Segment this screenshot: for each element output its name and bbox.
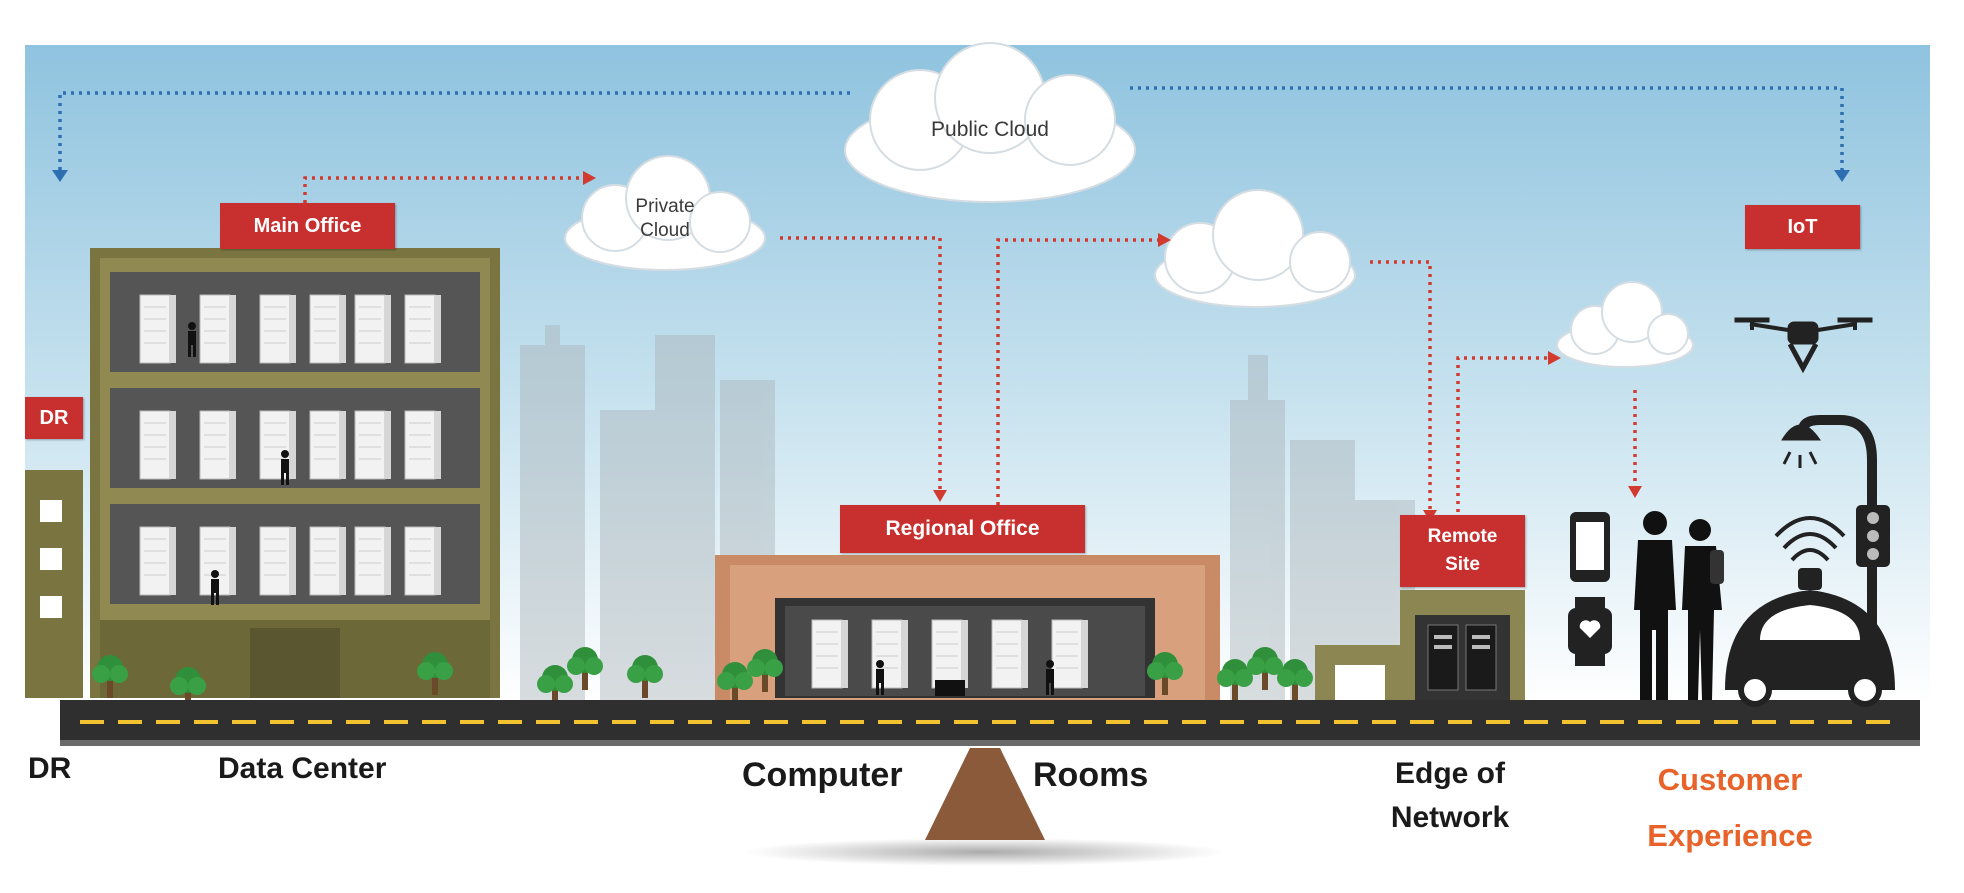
public-cloud-label: Public Cloud [931, 118, 1049, 141]
dr-building [25, 470, 83, 698]
dr-tag: DR [25, 397, 83, 439]
edge-label-line1: Edge of [1395, 757, 1505, 790]
data-center-label: Data Center [218, 752, 387, 785]
regional-cloud [1154, 189, 1356, 308]
fulcrum-shadow [745, 838, 1225, 866]
regional-office-tag: Regional Office [840, 505, 1085, 553]
customer-label-line1: Customer [1657, 762, 1803, 797]
dr-label: DR [28, 752, 72, 785]
road [60, 700, 1920, 746]
customer-experience-label: Customer Experience [1625, 752, 1835, 864]
customer-label-line2: Experience [1647, 818, 1813, 853]
background-skyline [520, 325, 1415, 700]
server-rack-icon [1427, 624, 1497, 691]
people-icon [1634, 511, 1724, 700]
private-cloud-label: Private Cloud [600, 195, 730, 243]
regional-office-building [715, 555, 1220, 700]
private-cloud [564, 155, 766, 271]
public-cloud [844, 42, 1136, 203]
red-arrowheads [583, 171, 1642, 522]
rooms-label: Rooms [1033, 756, 1149, 794]
blue-link-lines [58, 86, 1844, 172]
edge-label-line2: Network [1390, 801, 1510, 834]
remote-site-tag-line2: Site [1445, 554, 1480, 575]
private-cloud-label-line1: Private [635, 196, 695, 217]
street-lamp-icon [1781, 415, 1877, 700]
edge-of-network-label: Edge of Network [1370, 752, 1530, 840]
blue-arrowheads [52, 170, 1850, 182]
smartphone-icon [1570, 512, 1610, 582]
remote-site-building [1315, 590, 1525, 700]
traffic-light-icon [1856, 505, 1890, 567]
autonomous-car-icon [1725, 516, 1895, 707]
remote-site-tag-line1: Remote [1427, 526, 1498, 547]
fulcrum [925, 748, 1045, 840]
smartwatch-icon [1568, 597, 1612, 666]
main-office-tag: Main Office [220, 203, 395, 249]
computer-label: Computer [742, 756, 903, 794]
iot-tag: IoT [1745, 205, 1860, 249]
remote-site-tag: Remote Site [1400, 515, 1525, 587]
drone-icon [1734, 317, 1873, 374]
red-link-lines [303, 176, 1637, 512]
private-cloud-label-line2: Cloud [640, 220, 690, 241]
edge-cloud [1556, 281, 1694, 368]
